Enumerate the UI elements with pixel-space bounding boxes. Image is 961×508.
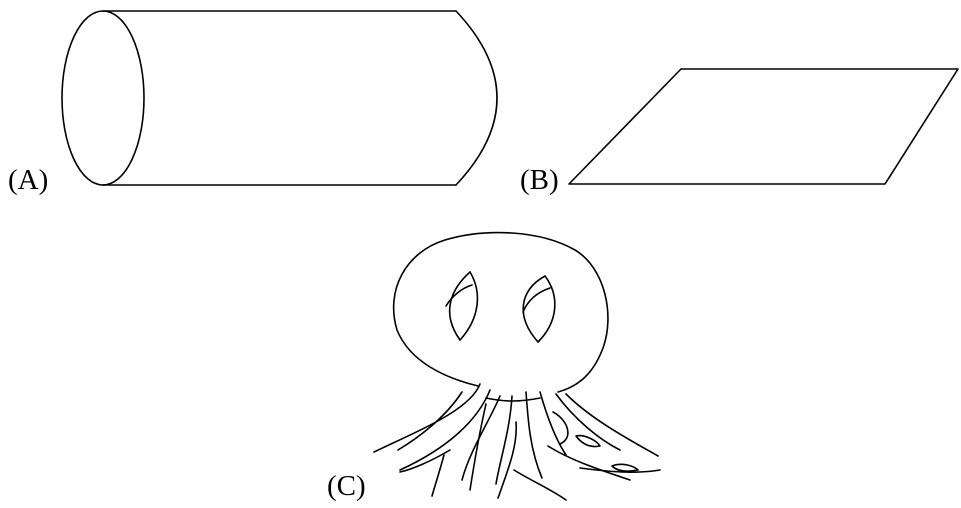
left-eye-hole-outer <box>448 271 471 341</box>
octopus-surface <box>373 231 661 501</box>
right-eye-hole-inner <box>537 275 556 343</box>
octopus-head-outline <box>392 231 609 393</box>
tentacle-5 <box>525 391 543 479</box>
tentacle-4b <box>497 421 518 499</box>
cylinder-shape <box>61 10 498 186</box>
tentacle-5b <box>513 469 567 501</box>
left-eye-hole-curve <box>445 284 473 307</box>
tentacle-2b <box>399 449 451 473</box>
tentacle-6 <box>539 391 567 456</box>
figure-label-c: (C) <box>327 470 366 502</box>
tentacle-6b <box>552 411 569 445</box>
tentacle-7 <box>555 393 621 451</box>
right-eye-hole-curve <box>522 287 551 313</box>
tentacle-2 <box>399 389 491 471</box>
tentacle-join-line <box>485 397 541 402</box>
tentacle-8b <box>579 467 661 473</box>
left-eye-hole-inner <box>459 271 479 341</box>
tentacle-2c <box>431 454 445 497</box>
tentacle-7-hole <box>575 434 601 448</box>
figure-label-a: (A) <box>8 164 49 196</box>
tentacle-8 <box>565 393 659 457</box>
tentacle-1b <box>397 391 463 451</box>
cylinder-back-arc <box>455 10 498 186</box>
cylinder-front-ellipse <box>61 10 145 186</box>
tentacle-1 <box>373 383 481 453</box>
right-eye-hole-outer <box>522 275 546 343</box>
tentacle-8-hole <box>611 463 639 472</box>
tentacle-3 <box>461 395 501 481</box>
plane-parallelogram <box>568 68 959 185</box>
tentacle-7b <box>547 445 631 481</box>
figure-label-b: (B) <box>520 164 559 196</box>
tentacle-3b <box>469 403 487 491</box>
tentacle-4 <box>495 395 513 485</box>
